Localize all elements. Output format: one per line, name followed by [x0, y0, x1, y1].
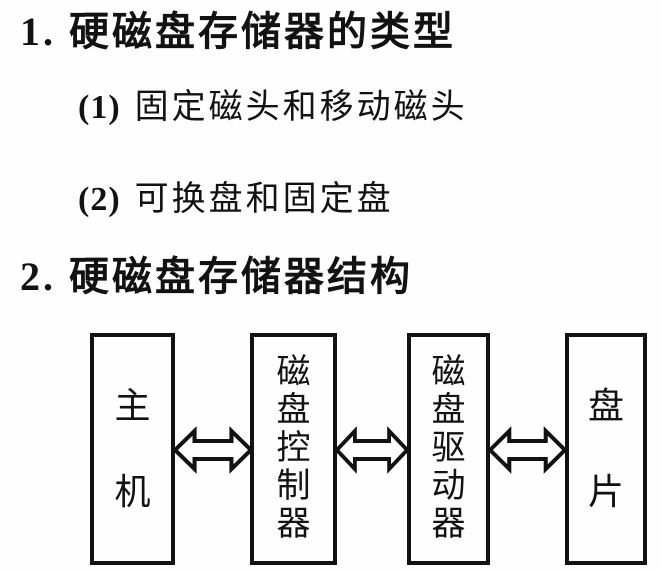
box-drive-char: 盘	[431, 392, 466, 429]
heading-storage-structure: 2. 硬磁盘存储器结构	[20, 254, 413, 299]
box-drive-char: 磁	[431, 354, 466, 391]
list-item-removable-fixed-disk: (2) 可换盘和固定盘	[78, 180, 394, 221]
double-arrow-icon	[334, 426, 410, 474]
list-item-1-text: 固定磁头和移动磁头	[134, 89, 468, 126]
list-item-fixed-moving-head: (1) 固定磁头和移动磁头	[78, 88, 468, 129]
diagram-box-disk-drive: 磁 盘 驱 动 器	[407, 333, 490, 565]
box-drive-char: 驱	[431, 430, 466, 467]
list-item-2-text: 可换盘和固定盘	[134, 181, 394, 218]
list-item-2-number: (2)	[78, 181, 121, 218]
double-arrow-icon	[172, 426, 254, 474]
box-drive-char: 动	[431, 468, 466, 505]
double-arrow-icon	[487, 426, 568, 474]
box-controller-char: 盘	[276, 392, 311, 429]
box-platter-char: 盘	[587, 386, 624, 426]
box-controller-char: 器	[276, 506, 311, 543]
heading-storage-types: 1. 硬磁盘存储器的类型	[20, 9, 456, 54]
box-drive-char: 器	[431, 506, 466, 543]
box-host-char: 主	[114, 386, 151, 426]
diagram-box-disk-controller: 磁 盘 控 制 器	[250, 333, 337, 565]
box-platter-char: 片	[587, 472, 624, 512]
diagram-box-host: 主 机	[90, 333, 175, 565]
box-controller-char: 磁	[276, 354, 311, 391]
diagram-box-platter: 盘 片	[565, 333, 647, 565]
box-host-char: 机	[114, 472, 151, 512]
box-controller-char: 制	[276, 468, 311, 505]
list-item-1-number: (1)	[78, 89, 121, 126]
box-controller-char: 控	[276, 430, 311, 467]
